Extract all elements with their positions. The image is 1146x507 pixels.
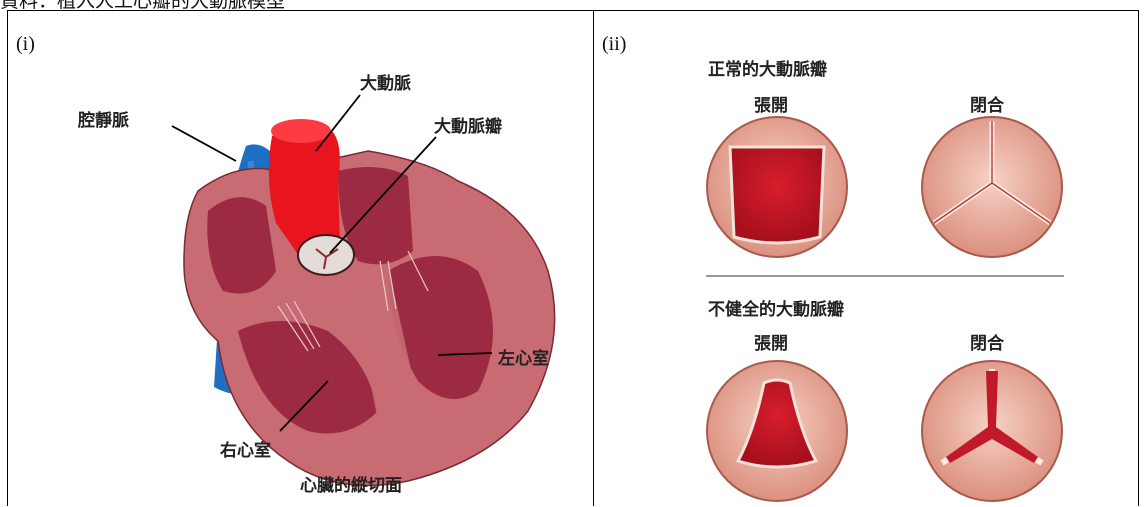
- vena-cava-label: 腔靜脈: [78, 106, 129, 131]
- heart-cross-section-panel: (i) 大動脈 腔靜脈: [7, 10, 594, 506]
- left-ventricle-label: 左心室: [498, 344, 549, 369]
- normal-open-valve: [707, 117, 847, 257]
- heart-caption: 心臟的縱切面: [300, 471, 402, 496]
- valve-illustrations: [594, 11, 1140, 507]
- aortic-valve-label: 大動脈瓣: [434, 112, 502, 137]
- aortic-valve-comparison-panel: (ii) 正常的大動脈瓣 張開 閉合 不健全的大動脈瓣 張開 閉合: [593, 10, 1139, 506]
- figure-header: 資料：植入人工心瓣的大動脈模型: [0, 0, 285, 8]
- right-atrium-chamber: [207, 197, 276, 293]
- aorta-top-opening: [271, 119, 331, 143]
- faulty-open-valve: [707, 361, 847, 501]
- right-ventricle-label: 右心室: [220, 436, 271, 461]
- aortic-valve-ring: [298, 235, 354, 275]
- normal-closed-valve: [922, 117, 1062, 257]
- faulty-closed-valve: [922, 361, 1062, 501]
- heart-diagram: [8, 11, 595, 507]
- aorta-label: 大動脈: [360, 69, 411, 94]
